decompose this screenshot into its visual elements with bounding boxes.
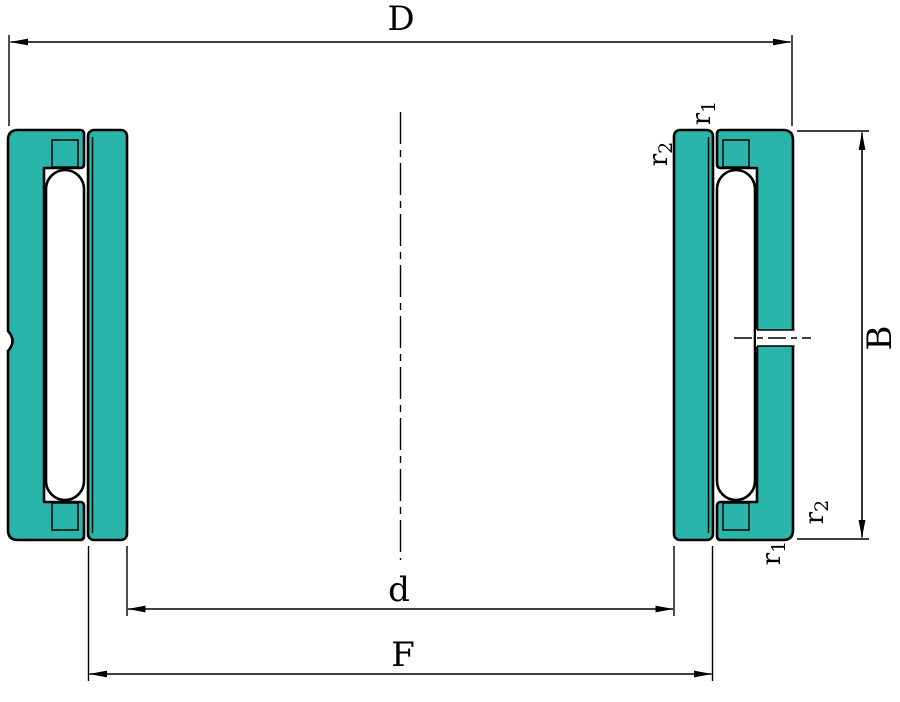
dimension-F: F [87,546,714,681]
dimension-d: d [126,546,675,616]
fillet-labels: r1 r2 r2 r1 [644,101,833,566]
inner-ring-left [86,128,129,542]
cage-pocket-top-right [722,139,750,168]
dim-label-B: B [860,326,900,351]
label-r2-top: r2 [644,142,677,167]
cage-pocket-bottom-left [51,502,79,531]
outer-ring-left [6,128,86,542]
label-r2-bottom: r2 [800,500,833,525]
cage-pocket-top-left [51,139,79,168]
part-left-half [6,128,129,542]
outer-ring-right [715,128,795,542]
dim-label-F: F [391,635,415,675]
cage-pocket-bottom-right [722,502,750,531]
dim-label-d: d [388,570,410,610]
dimension-D: D [8,0,793,126]
part-right-half [672,128,811,542]
inner-ring-right [672,128,715,542]
lube-hole [734,329,811,347]
label-r1-bottom: r1 [757,541,790,566]
dim-label-D: D [387,0,414,39]
label-r1-top: r1 [687,101,720,126]
needle-roller-right [715,168,757,502]
needle-roller-left [44,168,86,502]
dimension-B: B [797,130,900,540]
